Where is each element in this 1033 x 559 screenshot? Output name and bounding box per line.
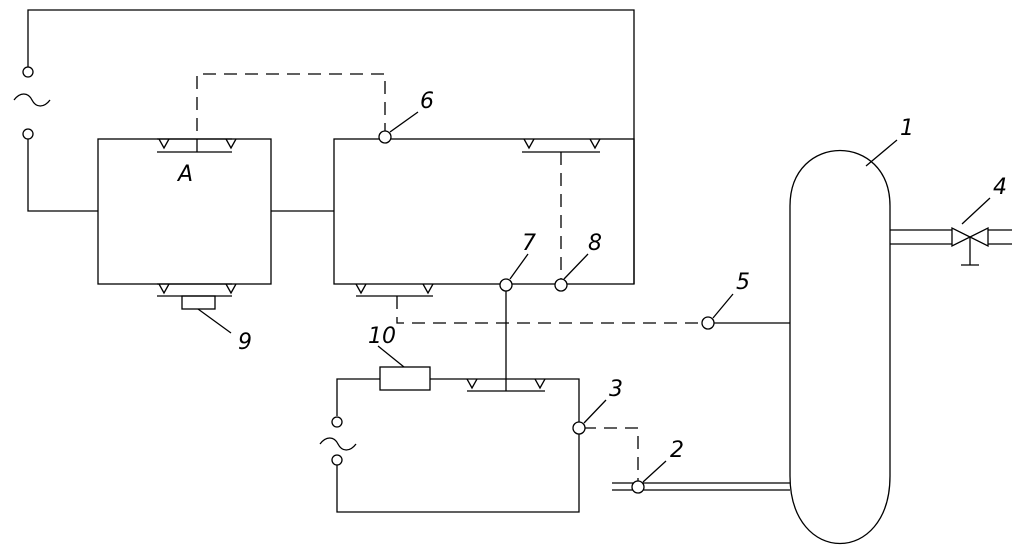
left-source-wire	[27, 139, 98, 212]
sensor-6	[378, 130, 392, 144]
component-9	[181, 295, 216, 310]
sensor-8	[554, 278, 568, 292]
dash-a-to-6	[196, 73, 386, 152]
label-5: 5	[736, 270, 750, 295]
label-7: 7	[522, 231, 536, 256]
dash-10-to-5	[396, 296, 702, 324]
sensor-3	[572, 421, 586, 435]
pipe-2	[612, 480, 790, 494]
label-4: 4	[993, 175, 1007, 200]
label-a: A	[176, 162, 193, 187]
sensor-5	[701, 316, 715, 330]
leader-lines	[197, 111, 991, 483]
label-2: 2	[670, 438, 684, 463]
label-1: 1	[900, 116, 914, 141]
vessel-1	[789, 149, 891, 544]
label-6: 6	[420, 89, 434, 114]
unit-b	[333, 138, 635, 297]
ac-source-top: ~	[13, 66, 51, 140]
sensor-7	[499, 278, 513, 292]
dash-3-to-2	[583, 427, 639, 481]
heater-circuit: ~	[319, 366, 580, 513]
top-loop-wire	[27, 9, 635, 284]
label-8: 8	[588, 231, 602, 256]
label-3: 3	[609, 377, 623, 402]
sensor-2	[631, 480, 645, 494]
label-10: 10	[368, 324, 396, 349]
label-9: 9	[238, 330, 252, 355]
valve-4	[890, 226, 1012, 266]
component-10	[379, 366, 431, 391]
